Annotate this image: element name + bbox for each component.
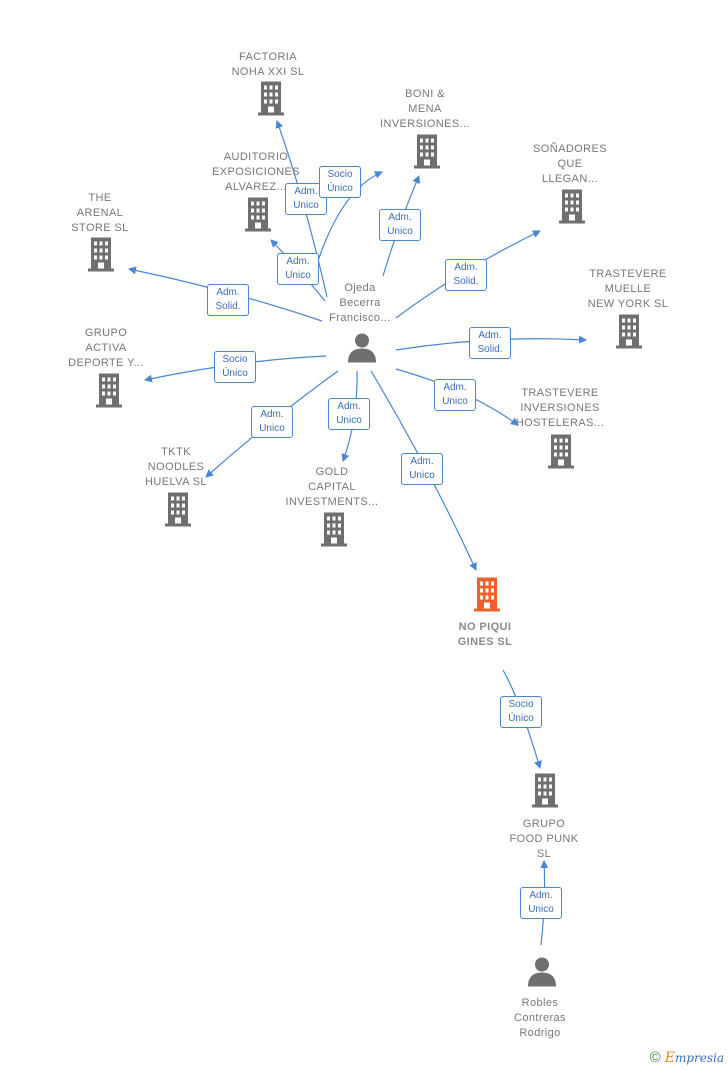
building-icon[interactable] bbox=[559, 189, 585, 229]
person-icon[interactable] bbox=[347, 333, 377, 368]
edge-label-ojeda-gold: Adm. Unico bbox=[328, 398, 370, 430]
edge-label-ojeda-trastevere_muelle: Adm. Solid. bbox=[469, 327, 511, 359]
building-icon[interactable] bbox=[474, 577, 500, 617]
edge-label-ojeda-sonadores: Adm. Solid. bbox=[445, 259, 487, 291]
node-label-sonadores[interactable]: SOÑADORES QUE LLEGAN... bbox=[533, 143, 607, 185]
edge-label-ojeda-tktk: Adm. Unico bbox=[251, 406, 293, 438]
node-label-trastevere_inv[interactable]: TRASTEVERE INVERSIONES HOSTELERAS... bbox=[515, 387, 605, 429]
building-icon[interactable] bbox=[532, 773, 558, 813]
edge-label-robles-foodpunk: Adm. Unico bbox=[520, 887, 562, 919]
copyright-icon: © bbox=[649, 1049, 661, 1066]
node-label-auditorio[interactable]: AUDITORIO EXPOSICIONES ALVAREZ... bbox=[212, 151, 300, 193]
brand-initial: E bbox=[664, 1050, 675, 1066]
copyright-footer: ©Empresia bbox=[650, 1049, 724, 1066]
node-label-tktk[interactable]: TKTK NOODLES HUELVA SL bbox=[145, 446, 207, 488]
node-label-trastevere_muelle[interactable]: TRASTEVERE MUELLE NEW YORK SL bbox=[587, 268, 669, 310]
building-icon[interactable] bbox=[548, 434, 574, 474]
node-label-gold[interactable]: GOLD CAPITAL INVESTMENTS... bbox=[285, 466, 379, 508]
person-icon[interactable] bbox=[527, 957, 557, 992]
building-icon[interactable] bbox=[616, 314, 642, 354]
edge-label-ojeda-grupo_activa: Socio Único bbox=[214, 351, 256, 383]
edge-label-ojeda-auditorio: Adm. Unico bbox=[277, 253, 319, 285]
building-icon[interactable] bbox=[165, 492, 191, 532]
node-label-grupo_activa[interactable]: GRUPO ACTIVA DEPORTE Y... bbox=[68, 327, 144, 369]
node-label-ojeda[interactable]: Ojeda Becerra Francisco... bbox=[329, 282, 391, 324]
edge-label-ojeda-auditorio: Socio Único bbox=[319, 166, 361, 198]
edge-ojeda-auditorio bbox=[314, 171, 383, 271]
node-label-factoria[interactable]: FACTORIA NOHA XXI SL bbox=[231, 51, 305, 78]
building-icon[interactable] bbox=[414, 134, 440, 174]
building-icon[interactable] bbox=[321, 512, 347, 552]
building-icon[interactable] bbox=[258, 81, 284, 121]
node-label-robles[interactable]: Robles Contreras Rodrigo bbox=[514, 997, 566, 1039]
building-icon[interactable] bbox=[96, 373, 122, 413]
edge-label-nopiqui-foodpunk: Socio Único bbox=[500, 696, 542, 728]
edge-label-ojeda-arenal: Adm. Solid. bbox=[207, 284, 249, 316]
edge-label-ojeda-nopiqui: Adm. Unico bbox=[401, 453, 443, 485]
node-label-nopiqui[interactable]: NO PIQUI GINES SL bbox=[457, 621, 513, 648]
node-label-arenal[interactable]: THE ARENAL STORE SL bbox=[71, 192, 129, 234]
brand-name: mpresia bbox=[674, 1051, 724, 1065]
building-icon[interactable] bbox=[245, 197, 271, 237]
building-icon[interactable] bbox=[88, 237, 114, 277]
node-label-boni[interactable]: BONI & MENA INVERSIONES... bbox=[380, 88, 470, 130]
node-label-foodpunk[interactable]: GRUPO FOOD PUNK SL bbox=[509, 818, 579, 860]
edge-label-ojeda-trastevere_inv: Adm. Unico bbox=[434, 379, 476, 411]
edge-label-ojeda-boni: Adm. Unico bbox=[379, 209, 421, 241]
